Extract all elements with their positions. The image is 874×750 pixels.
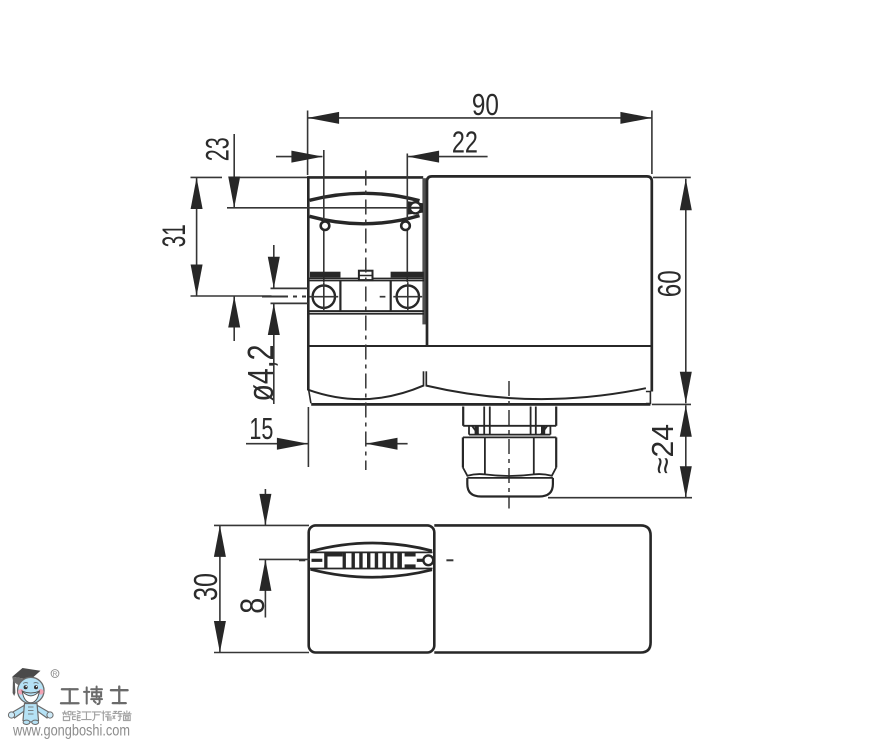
svg-text:ø4,2: ø4,2 [240, 345, 281, 402]
svg-text:31: 31 [156, 224, 192, 247]
svg-text:www.gongboshi.com: www.gongboshi.com [12, 723, 130, 740]
svg-text:R: R [53, 671, 58, 678]
svg-text:22: 22 [452, 125, 478, 160]
svg-text:30: 30 [187, 573, 224, 601]
svg-text:15: 15 [249, 411, 273, 446]
svg-text:23: 23 [200, 137, 236, 161]
svg-text:8: 8 [234, 598, 272, 614]
svg-text:90: 90 [472, 87, 499, 122]
svg-text:60: 60 [651, 270, 687, 297]
svg-text:≈24: ≈24 [645, 424, 680, 474]
